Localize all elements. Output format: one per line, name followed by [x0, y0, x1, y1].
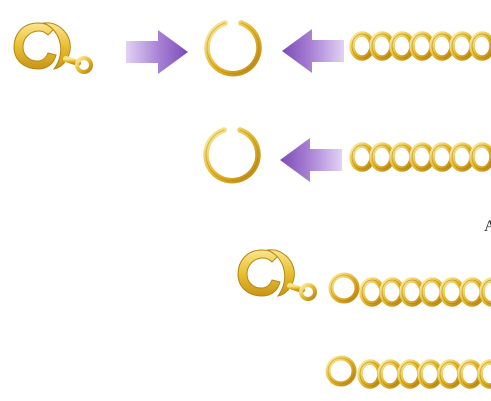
open-jump-ring-icon [207, 23, 259, 74]
open-jump-ring-icon [206, 130, 258, 181]
step-marker: A [484, 218, 491, 236]
row-2 [206, 130, 491, 182]
arrow-left-icon [280, 138, 342, 182]
arrow-right-icon [126, 30, 188, 74]
chain-icon [352, 145, 491, 169]
lobster-clasp-icon [238, 250, 315, 299]
closed-jump-ring-icon [331, 275, 357, 301]
chain-icon [360, 362, 491, 386]
closed-jump-ring-icon [328, 358, 354, 384]
row-1 [14, 23, 491, 74]
lobster-clasp-icon [14, 23, 91, 72]
row-4 [328, 358, 491, 386]
row-3 [238, 250, 491, 304]
chain-icon [362, 280, 491, 304]
chain-icon [352, 34, 491, 58]
arrow-left-icon [282, 29, 344, 73]
